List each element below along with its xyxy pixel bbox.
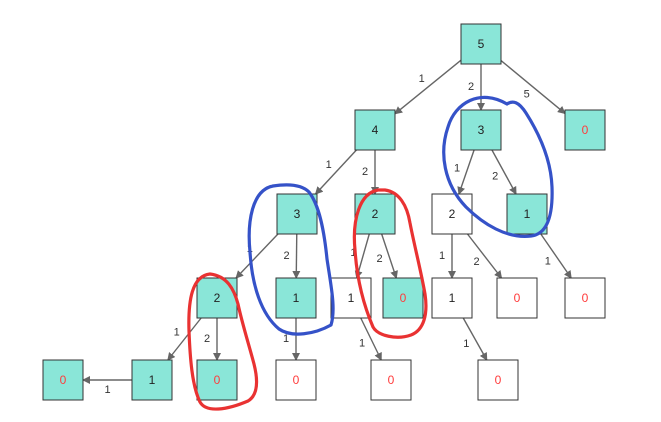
tree-node-n12: 1 <box>431 277 473 319</box>
edge-label-n5-n11: 2 <box>376 253 382 265</box>
tree-node-n2: 3 <box>460 109 502 151</box>
tree-node-n0: 5 <box>460 23 502 65</box>
edge-label-n2-n6: 1 <box>454 163 460 175</box>
tree-node-n6: 2 <box>431 193 473 235</box>
tree-node-box-n1 <box>354 109 396 151</box>
tree-node-n19: 0 <box>370 359 412 401</box>
tree-node-n3: 0 <box>564 109 606 151</box>
edge-label-n10-n19: 1 <box>359 337 365 349</box>
edge-n0-n3 <box>500 59 566 115</box>
tree-node-box-n7 <box>506 193 548 235</box>
edge-label-n0-n3: 5 <box>524 89 530 101</box>
tree-node-n13: 0 <box>496 277 538 319</box>
red-highlight-center <box>352 188 428 339</box>
tree-node-label-n18: 0 <box>293 373 300 387</box>
tree-node-n5: 2 <box>354 193 396 235</box>
tree-node-n17: 0 <box>196 359 238 401</box>
edge-n7-n14 <box>540 233 572 279</box>
tree-node-label-n10: 1 <box>348 291 355 305</box>
edge-label-n2-n7: 2 <box>492 171 498 183</box>
tree-node-n15: 0 <box>42 359 84 401</box>
edge-label-n12-n20: 1 <box>463 338 469 350</box>
tree-node-label-n9: 1 <box>293 291 300 305</box>
tree-node-label-n7: 1 <box>524 207 531 221</box>
tree-node-n4: 3 <box>276 193 318 235</box>
edge-n6-n13 <box>466 233 503 279</box>
tree-node-label-n4: 3 <box>294 207 301 221</box>
edge-label-n5-n10: 1 <box>350 247 356 259</box>
tree-node-box-n2 <box>460 109 502 151</box>
tree-node-box-n16 <box>131 359 173 401</box>
tree-node-label-n8: 2 <box>214 291 221 305</box>
tree-node-n1: 4 <box>354 109 396 151</box>
edge-label-n1-n5: 2 <box>362 166 368 178</box>
blue-highlight-top-right <box>442 95 554 238</box>
tree-node-label-n5: 2 <box>372 207 379 221</box>
tree-node-n10: 1 <box>330 277 372 319</box>
edge-n10-n19 <box>360 317 382 361</box>
tree-node-label-n1: 4 <box>372 123 379 137</box>
edge-n12-n20 <box>462 317 488 361</box>
edge-label-n8-n17: 2 <box>204 333 210 345</box>
tree-node-n14: 0 <box>564 277 606 319</box>
tree-node-n20: 0 <box>477 359 519 401</box>
tree-node-box-n3 <box>564 109 606 151</box>
edge-n4-n8 <box>235 233 279 279</box>
tree-node-box-n17 <box>196 359 238 401</box>
tree-node-box-n12 <box>431 277 473 319</box>
edges-layer: 1 2 5 1 2 1 2 1 2 1 2 1 2 1 1 1 2 1 1 1 <box>82 59 572 396</box>
tree-node-label-n2: 3 <box>478 123 485 137</box>
edge-label-n6-n12: 1 <box>439 250 445 262</box>
tree-node-label-n3: 0 <box>582 123 589 137</box>
tree-node-n18: 0 <box>275 359 317 401</box>
edge-n8-n16 <box>167 317 202 361</box>
tree-node-label-n11: 0 <box>400 291 407 305</box>
tree-node-box-n11 <box>382 277 424 319</box>
edge-label-n7-n14: 1 <box>545 256 551 268</box>
edge-label-n9-n18: 1 <box>283 333 289 345</box>
tree-node-n16: 1 <box>131 359 173 401</box>
tree-node-n8: 2 <box>196 277 238 319</box>
nodes-layer: 5 4 3 0 3 2 2 1 2 1 1 0 1 0 0 0 1 0 0 0 0 <box>42 23 606 401</box>
tree-node-n7: 1 <box>506 193 548 235</box>
edge-n4-n9 <box>292 233 301 279</box>
edge-label-n1-n4: 1 <box>326 159 332 171</box>
tree-node-box-n18 <box>275 359 317 401</box>
tree-node-label-n12: 1 <box>449 291 456 305</box>
tree-node-box-n4 <box>276 193 318 235</box>
annotations-layer <box>187 95 554 411</box>
tree-node-n11: 0 <box>382 277 424 319</box>
edge-label-n6-n13: 2 <box>474 256 480 268</box>
blue-highlight-left <box>247 183 335 336</box>
tree-node-box-n15 <box>42 359 84 401</box>
edge-n2-n7 <box>491 149 517 195</box>
tree-node-box-n20 <box>477 359 519 401</box>
edge-label-n0-n1: 1 <box>419 73 425 85</box>
tree-node-label-n19: 0 <box>388 373 395 387</box>
tree-node-label-n0: 5 <box>478 37 485 51</box>
tree-node-label-n6: 2 <box>449 207 456 221</box>
edge-n5-n11 <box>381 233 398 279</box>
tree-node-box-n19 <box>370 359 412 401</box>
edge-n0-n1 <box>394 59 462 115</box>
tree-node-label-n16: 1 <box>149 373 156 387</box>
edge-label-n4-n9: 2 <box>283 250 289 262</box>
tree-node-label-n14: 0 <box>582 291 589 305</box>
tree-node-box-n9 <box>275 277 317 319</box>
tree-node-label-n20: 0 <box>495 373 502 387</box>
red-highlight-bottom-left <box>187 272 259 411</box>
tree-node-box-n13 <box>496 277 538 319</box>
edge-label-n16-n15: 1 <box>104 384 110 396</box>
edge-n2-n6 <box>457 149 475 195</box>
edge-n1-n4 <box>314 149 357 195</box>
tree-node-box-n0 <box>460 23 502 65</box>
tree-node-box-n14 <box>564 277 606 319</box>
tree-node-label-n15: 0 <box>60 373 67 387</box>
tree-node-n9: 1 <box>275 277 317 319</box>
tree-node-label-n13: 0 <box>514 291 521 305</box>
tree-node-label-n17: 0 <box>214 373 221 387</box>
edge-label-n0-n2: 2 <box>468 81 474 93</box>
edge-label-n8-n16: 1 <box>174 327 180 339</box>
